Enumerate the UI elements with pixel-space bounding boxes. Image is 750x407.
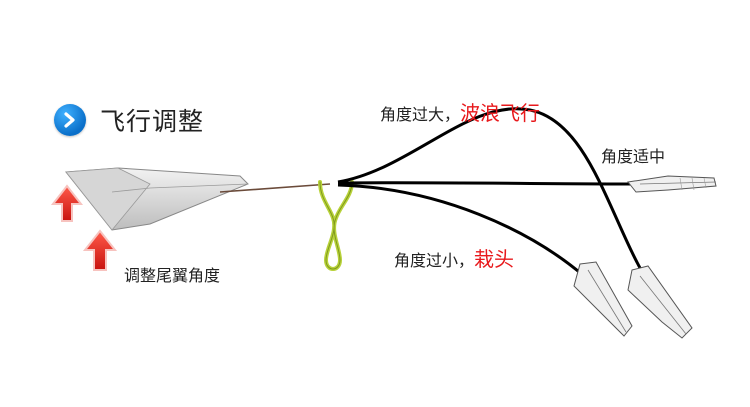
label-moderate: 角度适中 xyxy=(601,147,666,166)
slingshot xyxy=(318,180,354,271)
trajectory-moderate xyxy=(337,181,637,186)
label-too-small-prefix: 角度过小， xyxy=(394,251,475,270)
label-too-big-prefix: 角度过大， xyxy=(380,105,461,124)
label-too-small-result: 栽头 xyxy=(474,247,515,271)
adjust-tail-label: 调整尾翼角度 xyxy=(124,266,221,285)
title-text: 飞行调整 xyxy=(100,107,205,136)
label-too-big: 角度过大，波浪飞行 xyxy=(380,97,540,126)
paper-plane-too-big xyxy=(627,265,693,339)
chevron-right-icon xyxy=(54,104,86,136)
trajectory-too-small xyxy=(337,183,585,278)
paper-plane-too-small xyxy=(573,261,633,337)
tail-up-arrow-icon xyxy=(50,184,84,222)
trajectory-too-big xyxy=(337,107,650,283)
label-too-small: 角度过小，栽头 xyxy=(394,243,514,272)
tail-up-arrow-icon xyxy=(82,229,118,271)
section-title: 飞行调整 xyxy=(54,102,204,138)
paper-plane-moderate xyxy=(627,175,717,193)
label-too-big-result: 波浪飞行 xyxy=(460,101,541,125)
rubber-band xyxy=(219,183,331,193)
paper-plane-main xyxy=(65,167,249,231)
